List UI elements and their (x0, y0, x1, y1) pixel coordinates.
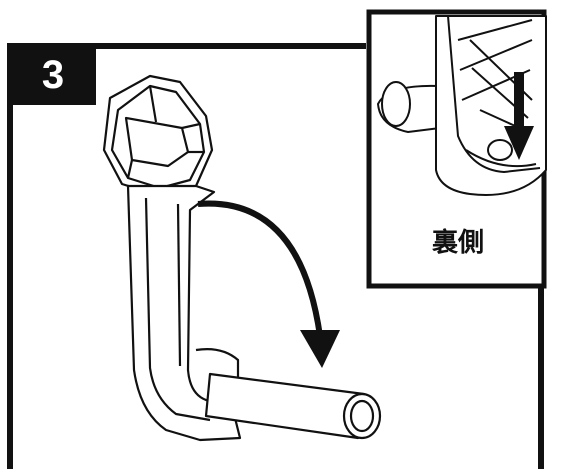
bracket-part (102, 74, 382, 442)
rotation-arrow (197, 200, 340, 368)
inset-label: 裏側 (431, 228, 484, 258)
inset-panel (366, 9, 547, 289)
inset-arrow (504, 72, 534, 160)
step-number-badge: 3 (10, 46, 96, 105)
